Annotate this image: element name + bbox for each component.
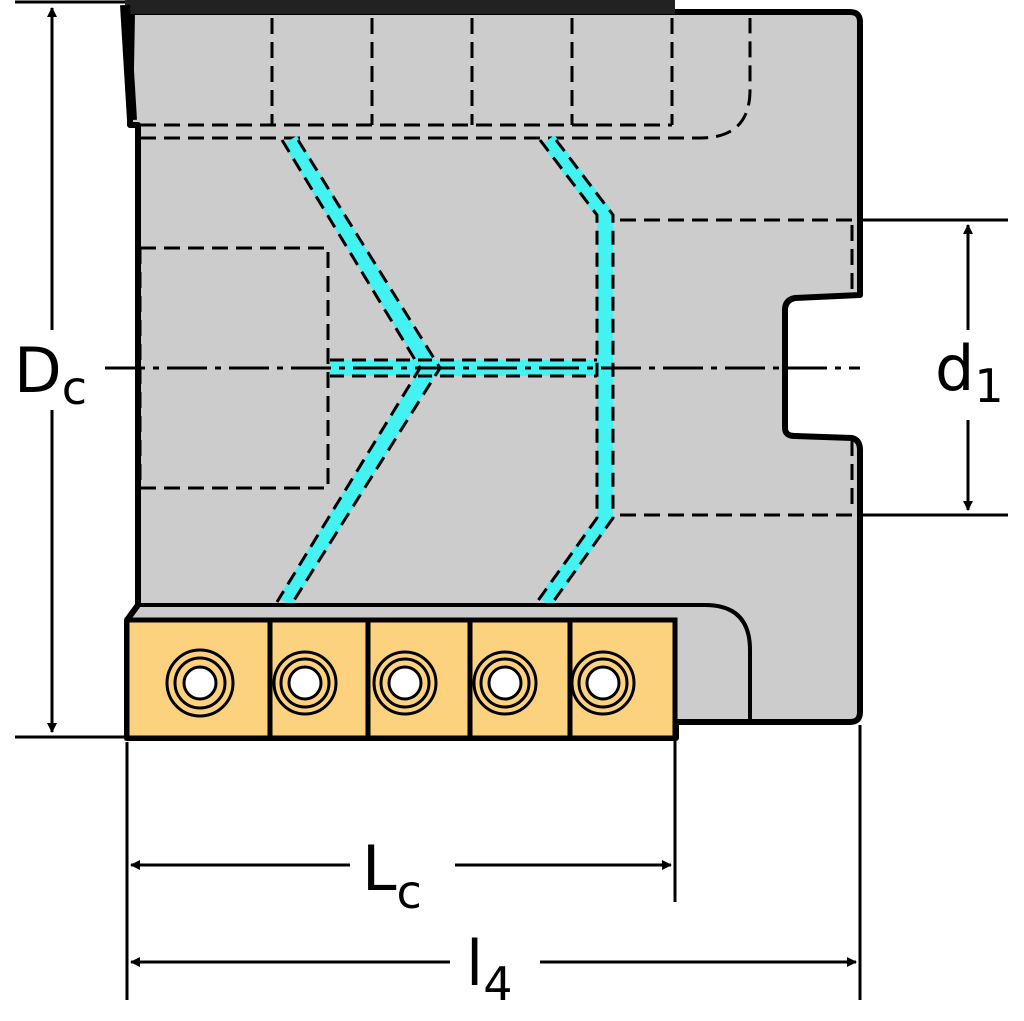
lc-label: Lc (362, 832, 422, 919)
screw-icon (372, 650, 438, 716)
l4-label: l4 (466, 927, 513, 1011)
insert (567, 617, 678, 741)
top-insert-pockets-hidden (140, 18, 752, 140)
screw-icon (165, 648, 235, 718)
insert-seat-contour (140, 603, 752, 722)
insert-screws (165, 648, 636, 718)
dc-label: Dc (14, 334, 87, 415)
screw-icon (570, 650, 636, 716)
screw-icon (272, 650, 338, 716)
d1-label: d1 (935, 332, 1004, 413)
top-edge-band (125, 0, 675, 14)
inserts (124, 617, 678, 741)
screw-icon (472, 650, 538, 716)
dc-extension-lines (15, 0, 125, 739)
d1-extension-lines (860, 218, 1008, 517)
